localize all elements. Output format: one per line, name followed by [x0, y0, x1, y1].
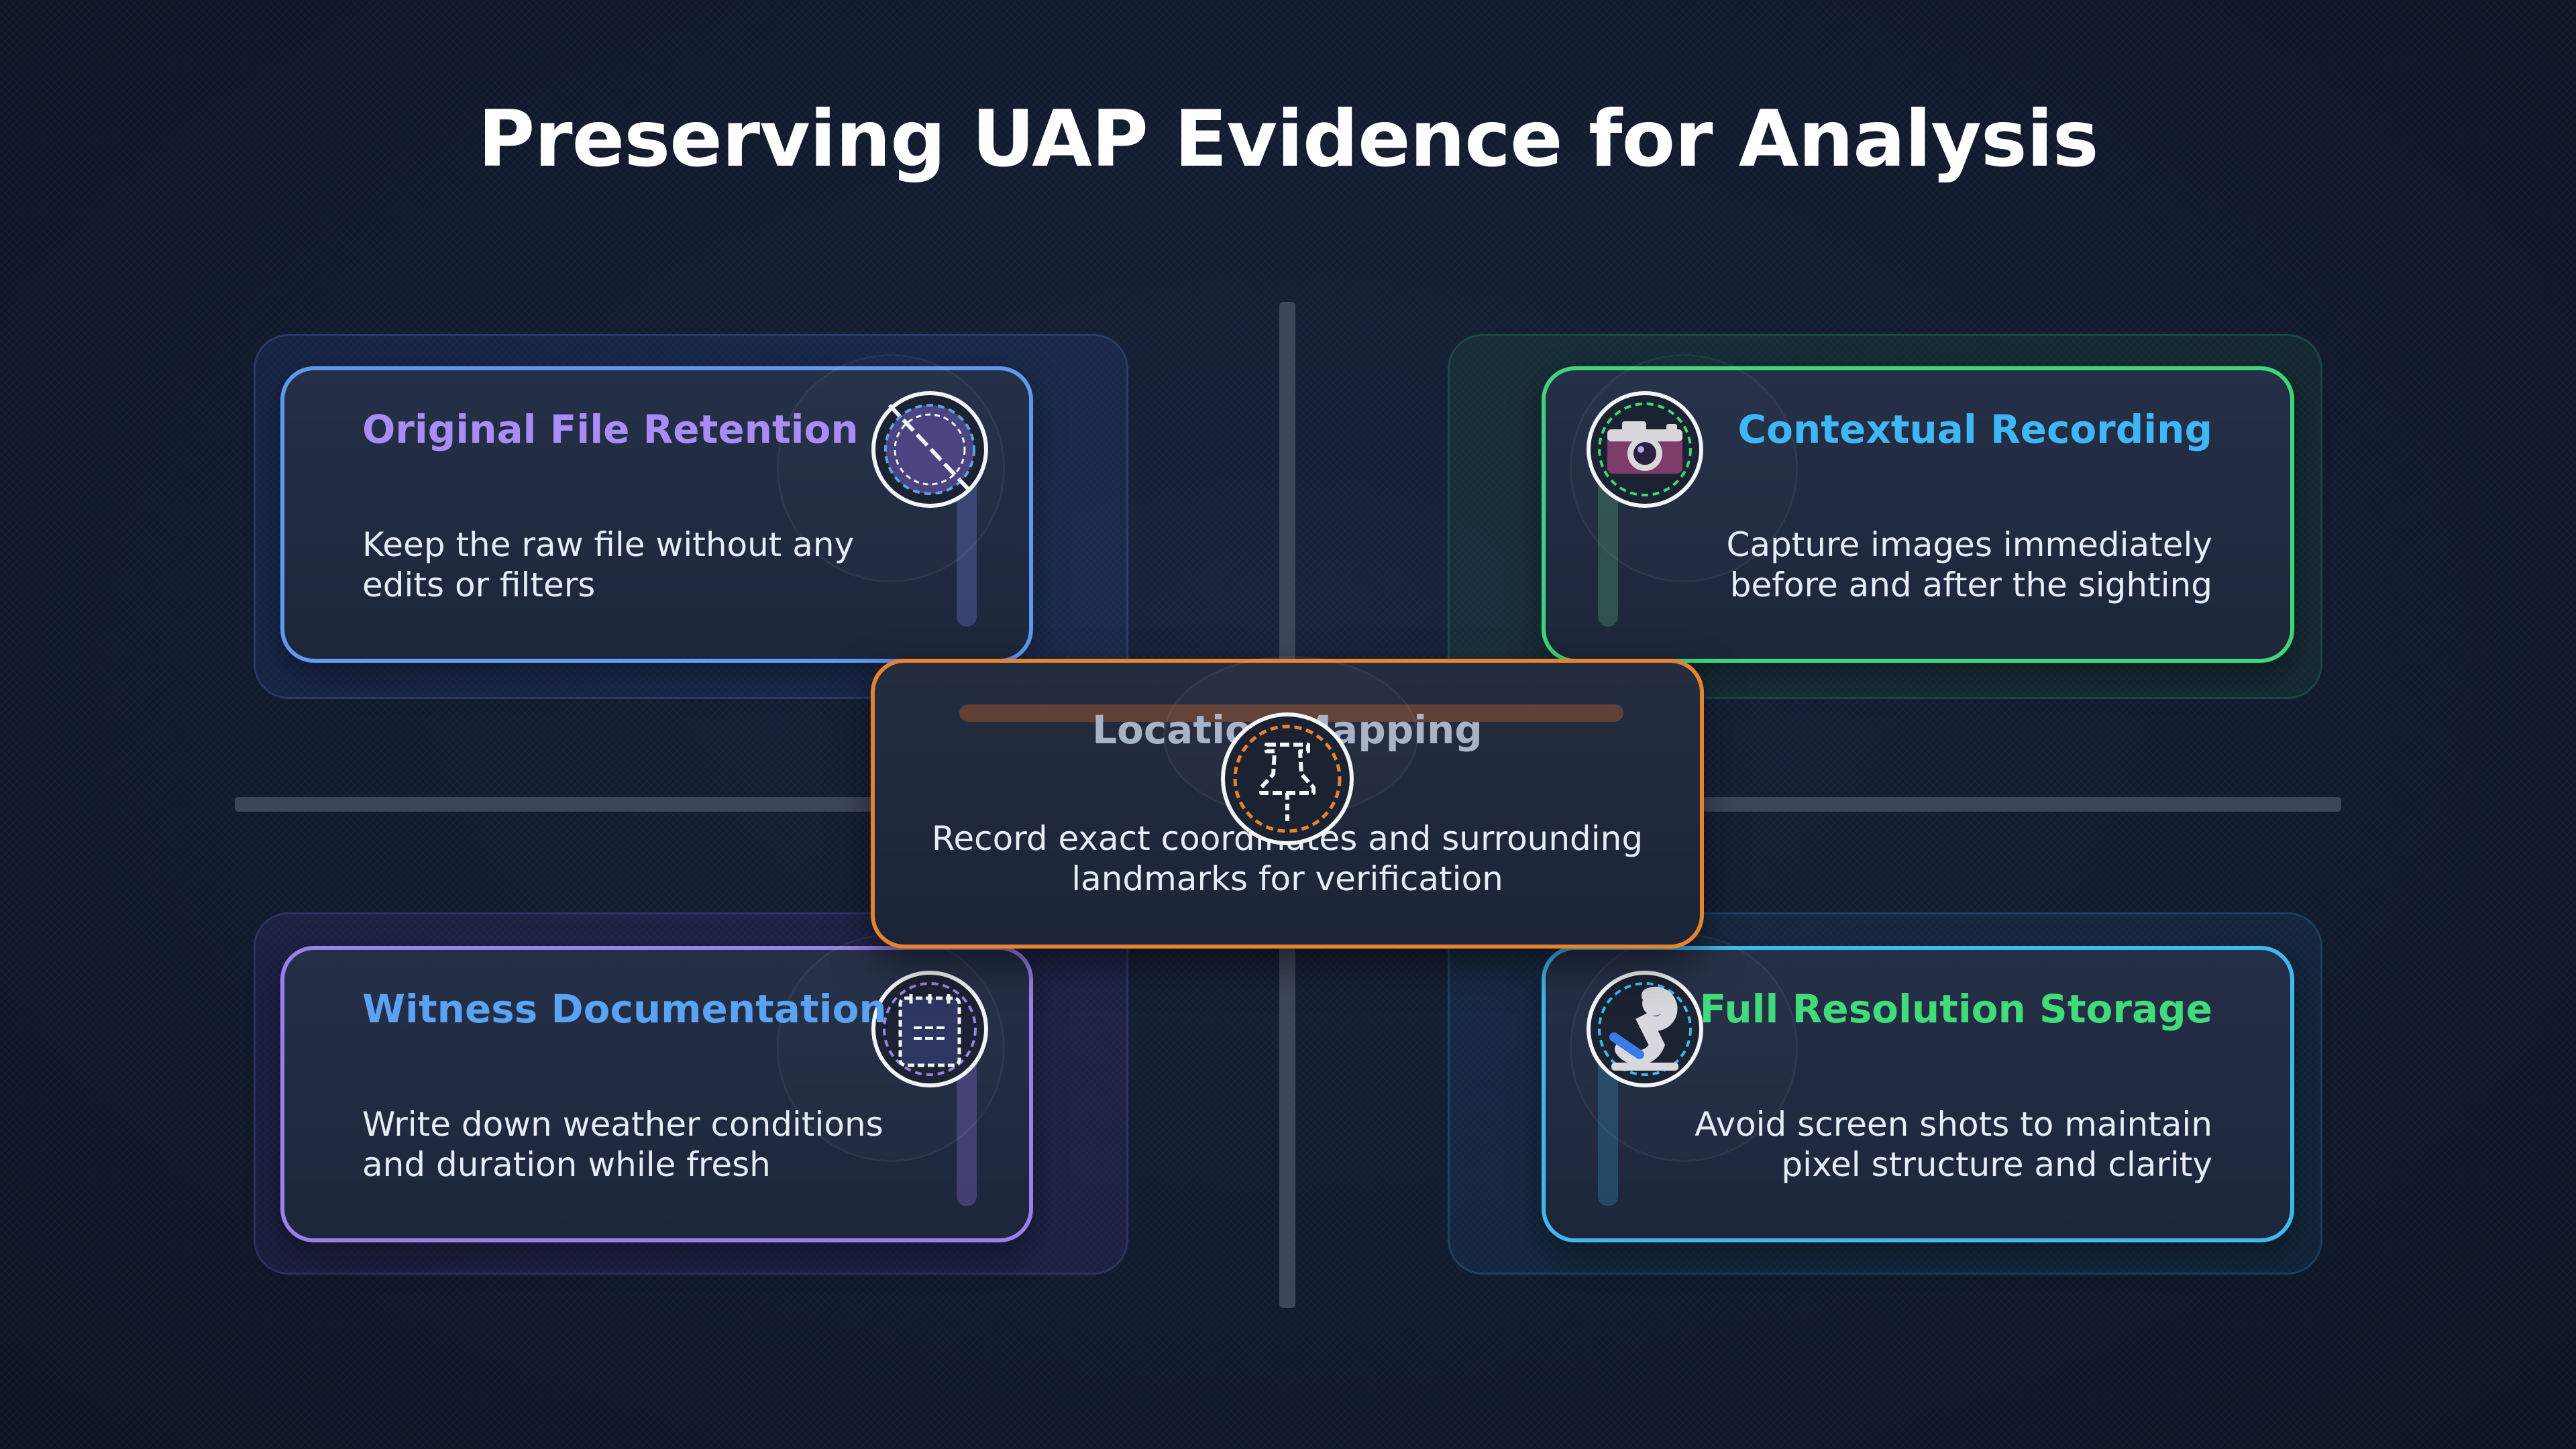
- card-witness-documentation: Witness Documentation Write down weather…: [280, 934, 1033, 1242]
- card-description: Avoid screen shots to maintain pixel str…: [1695, 1105, 2212, 1184]
- card-description: Record exact coordinates and surrounding…: [931, 819, 1644, 898]
- card-original-file-retention: Original File Retention Keep the raw fil…: [280, 354, 1033, 663]
- card-title: Contextual Recording: [1737, 407, 2212, 452]
- card-description: Write down weather conditions and durati…: [362, 1105, 883, 1184]
- camera-icon: [1570, 354, 1798, 582]
- pushpin-icon: [1218, 710, 1356, 848]
- card-description: Capture images immediately before and af…: [1726, 525, 2212, 604]
- notepad-icon: [777, 934, 1005, 1162]
- card-title: Full Resolution Storage: [1699, 986, 2212, 1032]
- no-edit-icon: [777, 354, 1005, 582]
- card-title: Original File Retention: [362, 407, 859, 452]
- card-location-mapping: Location Mapping Record exact coordinate…: [871, 656, 1704, 949]
- card-full-resolution-storage: Full Resolution Storage Avoid screen sho…: [1542, 934, 2294, 1242]
- microscope-icon: [1570, 934, 1798, 1162]
- card-description: Keep the raw file without any edits or f…: [362, 525, 855, 604]
- page-title: Preserving UAP Evidence for Analysis: [478, 94, 2098, 184]
- card-contextual-recording: Contextual Recording Capture images imme…: [1542, 354, 2294, 663]
- card-title: Witness Documentation: [362, 986, 887, 1032]
